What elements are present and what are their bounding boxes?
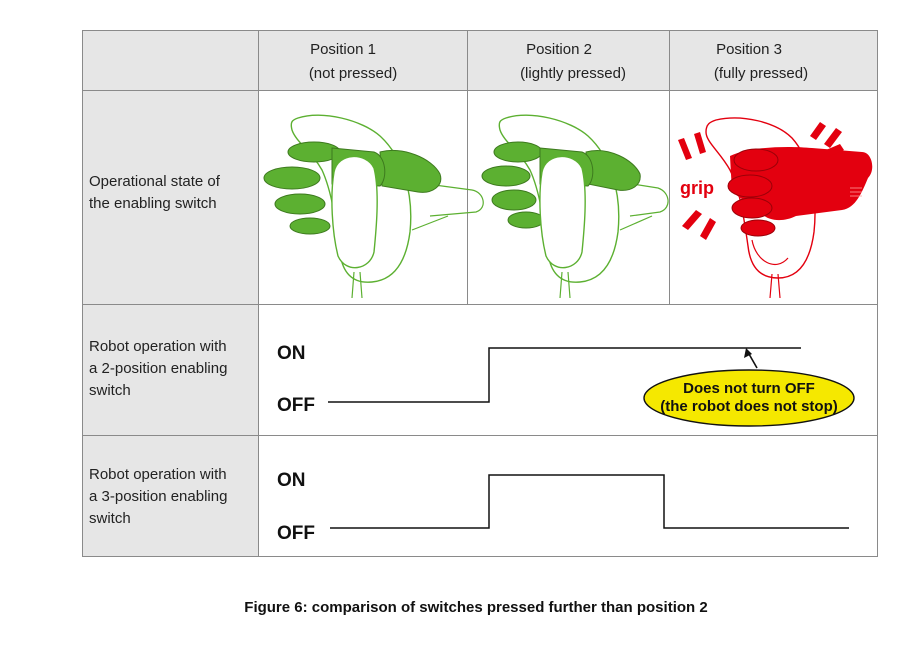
position-2-subtitle: (lightly pressed) (520, 65, 626, 82)
position-1-title: Position 1 (310, 41, 376, 58)
two-position-row-label-2: a 2-position enabling (89, 360, 227, 377)
on-label-two-position: ON (277, 343, 306, 364)
position-3-subtitle: (fully pressed) (714, 65, 808, 82)
state-row-label-1: Operational state of (89, 173, 221, 190)
position-1-subtitle: (not pressed) (309, 65, 397, 82)
callout-bubble (643, 369, 855, 427)
callout-arrow-icon (744, 348, 758, 369)
three-position-row-label-2: a 3-position enabling (89, 488, 227, 505)
header-positions: Position 1 (not pressed) Position 2 (lig… (309, 41, 808, 82)
hand-position-3-icon (705, 117, 873, 299)
callout-line-2: (the robot does not stop) (660, 398, 837, 415)
two-position-signal-line (328, 347, 801, 403)
hand-position-2-icon (481, 114, 669, 299)
figure-caption: Figure 6: comparison of switches pressed… (244, 599, 707, 616)
state-row-label-2: the enabling switch (89, 195, 217, 212)
grip-label: grip (680, 178, 714, 198)
hand-position-1-icon (263, 114, 484, 299)
table-grid (82, 30, 878, 557)
two-position-row-label-3: switch (89, 382, 131, 399)
position-2-title: Position 2 (526, 41, 592, 58)
position-3-title: Position 3 (716, 41, 782, 58)
on-label-three-position: ON (277, 470, 306, 491)
three-position-row-label-3: switch (89, 510, 131, 527)
label-column-background (82, 30, 258, 557)
callout-line-1: Does not turn OFF (683, 380, 815, 397)
off-label-two-position: OFF (277, 395, 315, 416)
signal-labels: ON OFF ON OFF (277, 343, 315, 544)
pressure-marks-icon (678, 122, 844, 240)
two-position-row-label-1: Robot operation with (89, 338, 227, 355)
three-position-signal-line (330, 474, 849, 529)
off-label-three-position: OFF (277, 523, 315, 544)
row-labels: Operational state of the enabling switch… (89, 173, 227, 527)
three-position-row-label-1: Robot operation with (89, 466, 227, 483)
